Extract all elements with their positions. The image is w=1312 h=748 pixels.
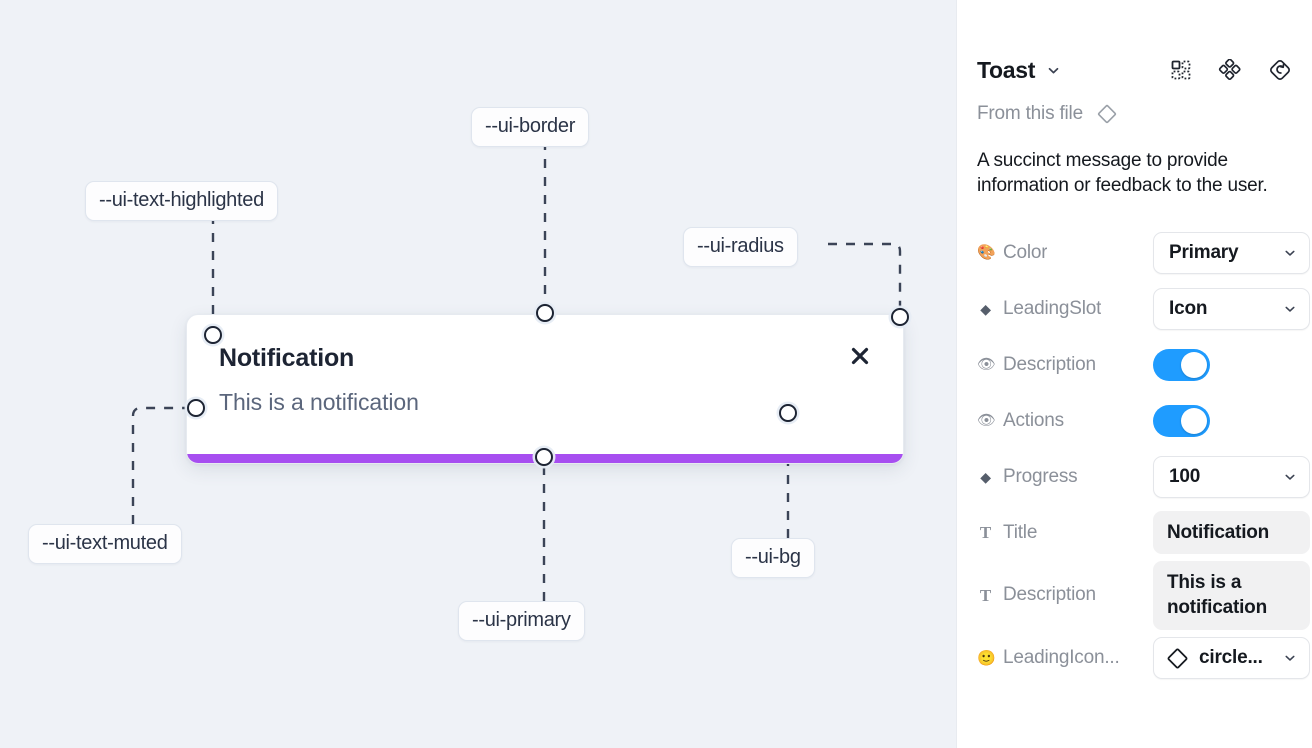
property-row-leadingslot: ◆ LeadingSlot Icon xyxy=(977,281,1310,337)
chevron-down-icon xyxy=(1283,651,1297,665)
property-control-leadingicon: circle... xyxy=(1153,637,1310,680)
panel-header: Toast xyxy=(977,44,1292,96)
token-anchor-ui-bg[interactable] xyxy=(779,404,797,422)
properties-panel: Toast xyxy=(956,0,1312,748)
page-title: Toast xyxy=(977,56,1036,83)
progress-select-value: 100 xyxy=(1169,465,1201,487)
chevron-down-icon[interactable] xyxy=(1046,63,1061,78)
leadingslot-select[interactable]: Icon xyxy=(1153,287,1310,330)
eye-emoji-icon: 👁 xyxy=(977,412,996,430)
property-row-description-text: T Description This is a notification xyxy=(977,560,1310,631)
property-label-text: Actions xyxy=(1003,409,1064,431)
toggle-knob xyxy=(1181,351,1207,378)
variants-icon[interactable] xyxy=(1218,59,1242,81)
from-this-file-row[interactable]: From this file xyxy=(977,102,1292,126)
property-row-description-toggle: 👁 Description xyxy=(977,337,1292,393)
property-label-progress: ◆ Progress xyxy=(977,466,1153,488)
component-description: A succinct message to provide informatio… xyxy=(977,150,1268,197)
toggle-knob xyxy=(1181,407,1207,434)
token-anchor-ui-primary[interactable] xyxy=(535,448,553,466)
property-label-description: 👁 Description xyxy=(977,354,1153,376)
token-anchor-ui-text-highlighted[interactable] xyxy=(204,326,222,344)
token-pill-ui-radius[interactable]: --ui-radius xyxy=(683,227,798,267)
progress-select[interactable]: 100 xyxy=(1153,455,1310,498)
text-type-icon: T xyxy=(979,523,992,543)
property-control-actions xyxy=(1153,404,1292,437)
palette-emoji-icon: 🎨 xyxy=(977,244,996,262)
toast-description: This is a notification xyxy=(219,388,419,415)
chevron-down-icon xyxy=(1283,302,1297,316)
toast-body: Notification This is a notification xyxy=(187,315,903,415)
eye-emoji-icon: 👁 xyxy=(977,356,996,374)
token-pill-ui-text-muted[interactable]: --ui-text-muted xyxy=(28,524,182,564)
actions-toggle[interactable] xyxy=(1153,404,1210,437)
token-anchor-ui-text-muted[interactable] xyxy=(187,399,205,417)
diamond-icon xyxy=(1095,102,1119,126)
property-control-color: Primary xyxy=(1153,231,1310,274)
property-control-description-text: This is a notification xyxy=(1153,560,1310,631)
property-list: 🎨 Color Primary xyxy=(977,225,1310,687)
property-label-color: 🎨 Color xyxy=(977,242,1153,264)
property-label-text: Progress xyxy=(1003,465,1078,487)
property-label-text: LeadingSlot xyxy=(1003,297,1102,319)
property-label-leadingslot: ◆ LeadingSlot xyxy=(977,298,1153,320)
property-label-text: LeadingIcon... xyxy=(1003,647,1120,669)
leadingicon-select[interactable]: circle... xyxy=(1153,637,1310,680)
leadingslot-select-value: Icon xyxy=(1169,297,1208,319)
property-label-text: Description xyxy=(1003,353,1096,375)
close-icon[interactable] xyxy=(845,341,875,371)
property-row-actions-toggle: 👁 Actions xyxy=(977,393,1292,449)
property-control-progress: 100 xyxy=(1153,455,1310,498)
component-icon[interactable] xyxy=(1170,59,1192,81)
panel-header-icon-group xyxy=(1170,58,1292,82)
property-row-title: T Title Notification xyxy=(977,505,1310,561)
property-control-leadingslot: Icon xyxy=(1153,287,1310,330)
property-label-text: Description xyxy=(1003,584,1096,606)
property-row-leadingicon: 🙂 LeadingIcon... circle... xyxy=(977,630,1310,686)
property-control-title: Notification xyxy=(1153,510,1310,555)
property-label-leadingicon: 🙂 LeadingIcon... xyxy=(977,647,1153,669)
property-row-progress: ◆ Progress 100 xyxy=(977,449,1310,505)
property-row-color: 🎨 Color Primary xyxy=(977,225,1310,281)
token-pill-ui-text-highlighted[interactable]: --ui-text-highlighted xyxy=(85,181,278,221)
smiley-emoji-icon: 🙂 xyxy=(977,649,996,667)
property-label-description-text: T Description xyxy=(977,584,1153,606)
token-pill-ui-border[interactable]: --ui-border xyxy=(471,107,590,147)
property-control-description xyxy=(1153,348,1292,381)
property-label-text: Title xyxy=(1003,521,1038,543)
text-type-icon: T xyxy=(979,585,992,605)
diamond-icon: ◆ xyxy=(980,468,991,485)
leadingicon-select-value: circle... xyxy=(1199,647,1263,669)
chevron-down-icon xyxy=(1283,470,1297,484)
property-label-actions: 👁 Actions xyxy=(977,410,1153,432)
token-pill-ui-bg[interactable]: --ui-bg xyxy=(731,538,815,578)
reset-instance-icon[interactable] xyxy=(1268,58,1292,82)
toast-component[interactable]: Notification This is a notification xyxy=(186,314,904,464)
toast-title: Notification xyxy=(219,344,355,372)
color-select[interactable]: Primary xyxy=(1153,231,1310,274)
description-input[interactable]: This is a notification xyxy=(1153,560,1310,631)
token-anchor-ui-radius[interactable] xyxy=(891,308,909,326)
diamond-icon: ◆ xyxy=(980,300,991,317)
token-anchor-ui-border[interactable] xyxy=(536,304,554,322)
description-toggle[interactable] xyxy=(1153,348,1210,381)
property-label-title: T Title xyxy=(977,522,1153,544)
chevron-down-icon xyxy=(1283,246,1297,260)
diamond-icon xyxy=(1165,646,1190,671)
title-input[interactable]: Notification xyxy=(1153,510,1310,555)
color-select-value: Primary xyxy=(1169,241,1239,263)
token-pill-ui-primary[interactable]: --ui-primary xyxy=(458,601,585,641)
design-canvas[interactable]: Notification This is a notification --ui… xyxy=(0,0,956,748)
from-this-file-label: From this file xyxy=(977,103,1083,124)
property-label-text: Color xyxy=(1003,241,1048,263)
